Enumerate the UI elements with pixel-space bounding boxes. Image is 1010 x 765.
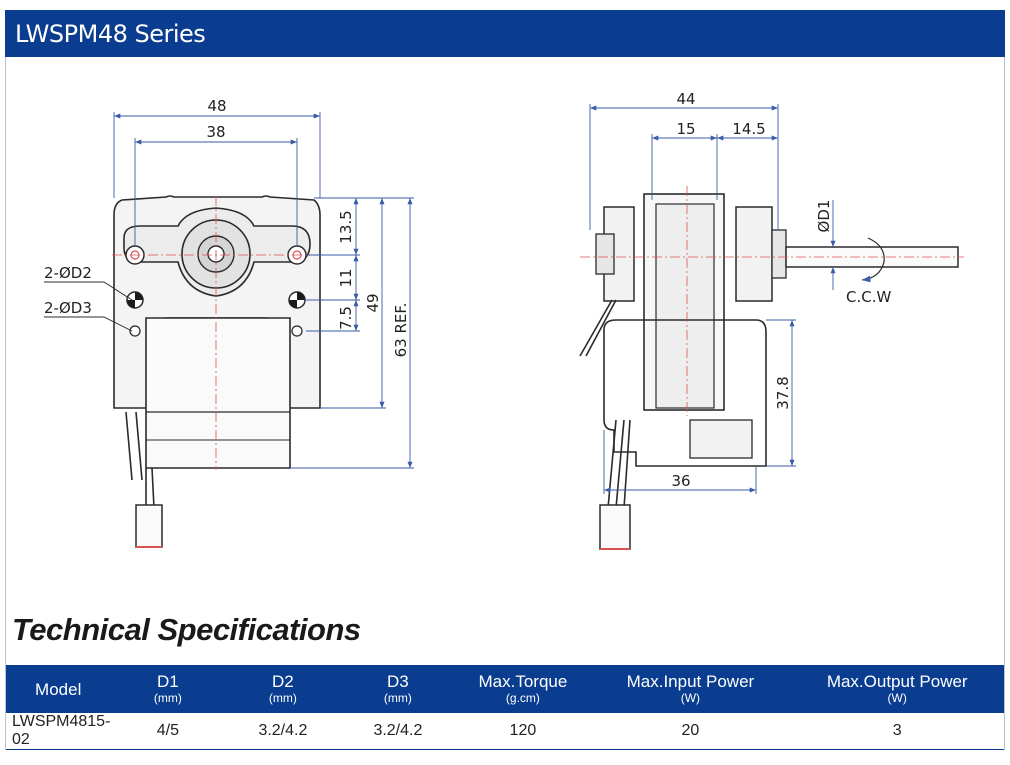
specs-header-row: Model D1(mm) D2(mm) D3(mm) Max.Torque(g.… [6,665,1004,713]
col-max-torque: Max.Torque(g.cm) [455,665,591,713]
col-max-input-power: Max.Input Power(W) [590,665,791,713]
front-wires [125,411,155,509]
col-d3: D3(mm) [340,665,456,713]
specs-heading: Technical Specifications [12,612,361,647]
ccw-arrow-icon [861,237,885,283]
rotation-label: C.C.W [846,288,891,306]
cell-max-torque: 120 [455,713,591,750]
cell-max-output-power: 3 [790,713,1004,750]
dim-48: 48 [207,97,226,115]
front-view: 48 38 13.5 11 7.5 49 63 REF. 2-ØD2 2-ØD3 [44,97,414,548]
dim-44: 44 [676,90,695,108]
label-2-d3: 2-ØD3 [44,299,92,317]
side-lower-frame [603,319,767,467]
dim-13-5: 13.5 [337,210,355,243]
cell-d1: 4/5 [110,713,226,750]
front-connector [135,504,163,548]
col-d1: D1(mm) [110,665,226,713]
dim-49: 49 [364,293,382,312]
col-max-output-power: Max.Output Power(W) [790,665,1004,713]
table-row: LWSPM4815-02 4/5 3.2/4.2 3.2/4.2 120 20 … [6,713,1004,750]
cell-d3: 3.2/4.2 [340,713,456,750]
side-wires [579,299,631,509]
dim-7-5: 7.5 [337,306,355,330]
dim-d1: ØD1 [815,200,833,233]
page-title: LWSPM48 Series [5,10,1005,57]
dim-11: 11 [337,268,355,287]
specs-table: Model D1(mm) D2(mm) D3(mm) Max.Torque(g.… [6,665,1004,750]
dim-38: 38 [206,123,225,141]
dim-37-8: 37.8 [774,376,792,409]
dim-15: 15 [676,120,695,138]
col-d2: D2(mm) [225,665,341,713]
side-view: 44 15 14.5 ØD1 C.C.W 37.8 36 [579,90,964,550]
technical-drawing: 48 38 13.5 11 7.5 49 63 REF. 2-ØD2 2-ØD3 [44,90,964,550]
cell-max-input-power: 20 [590,713,791,750]
dim-14-5: 14.5 [732,120,765,138]
col-model: Model [6,665,111,713]
front-coil-body [145,317,291,469]
dim-63-ref: 63 REF. [392,303,410,358]
dim-36: 36 [671,472,690,490]
cell-d2: 3.2/4.2 [225,713,341,750]
label-2-d2: 2-ØD2 [44,264,92,282]
cell-model: LWSPM4815-02 [6,713,111,750]
side-right-bracket [735,206,773,302]
side-connector [599,504,631,550]
